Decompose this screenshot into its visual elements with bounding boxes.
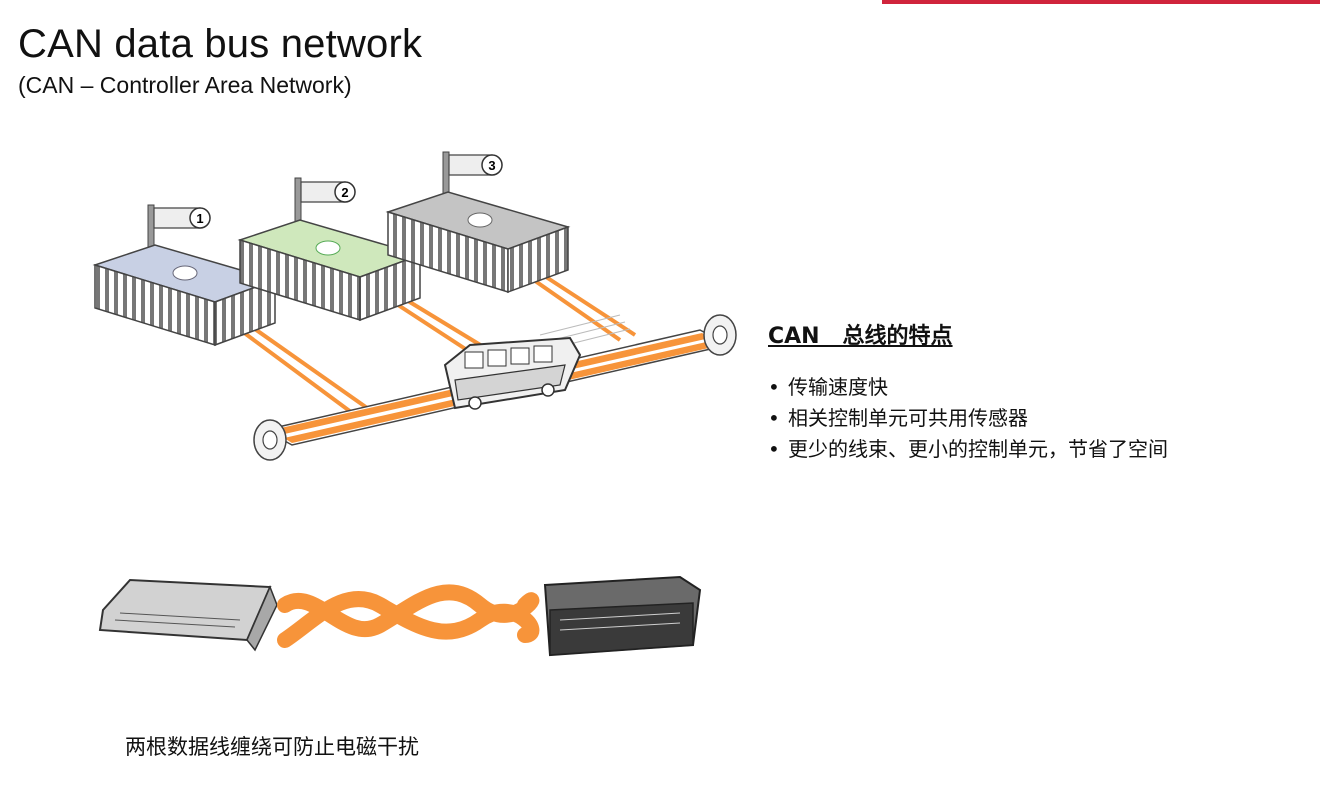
can-network-diagram: 1 2 3 xyxy=(92,151,737,461)
unit-number-1: 1 xyxy=(196,211,203,226)
page-title: CAN data bus network xyxy=(18,22,423,66)
header-accent-bar xyxy=(882,0,1320,4)
unit-number-3: 3 xyxy=(488,158,495,173)
feature-text: 相关控制单元可共用传感器 xyxy=(788,406,1028,430)
control-unit-1: 1 xyxy=(92,204,278,347)
twisted-wire-pair xyxy=(277,584,540,648)
list-item: •更少的线束、更小的控制单元，节省了空间 xyxy=(768,437,1168,461)
features-heading: CAN 总线的特点 xyxy=(768,324,953,349)
bus-roller-right xyxy=(703,314,737,356)
list-item: •传输速度快 xyxy=(768,375,888,399)
unit-number-2: 2 xyxy=(341,185,348,200)
ecu-right-icon xyxy=(543,575,702,657)
bus-roller-left xyxy=(253,419,287,461)
features-list: •传输速度快 •相关控制单元可共用传感器 •更少的线束、更小的控制单元，节省了空… xyxy=(768,372,1168,465)
control-unit-2: 2 xyxy=(237,177,423,322)
twisted-pair-caption: 两根数据线缠绕可防止电磁干扰 xyxy=(125,735,419,759)
can-features-section: CAN 总线的特点 •传输速度快 •相关控制单元可共用传感器 •更少的线束、更小… xyxy=(768,318,1168,465)
feature-text: 传输速度快 xyxy=(788,375,888,399)
list-item: •相关控制单元可共用传感器 xyxy=(768,406,1028,430)
feature-text: 更少的线束、更小的控制单元，节省了空间 xyxy=(788,437,1168,461)
twisted-pair-illustration xyxy=(98,575,702,657)
ecu-left-icon xyxy=(98,578,278,652)
bus-vehicle-icon xyxy=(443,314,631,410)
control-unit-3: 3 xyxy=(385,151,571,294)
page-subtitle: (CAN – Controller Area Network) xyxy=(18,72,352,98)
